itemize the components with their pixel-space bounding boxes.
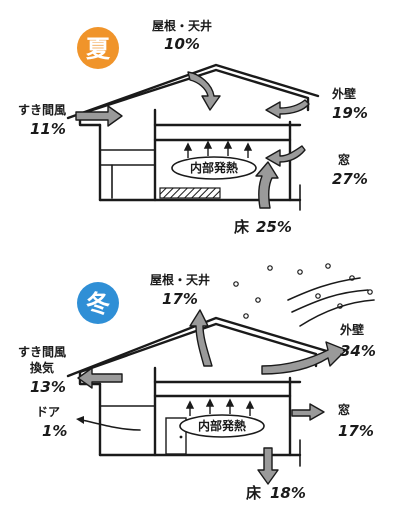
winter-internal-heat-label: 内部発熱 xyxy=(198,418,246,433)
summer-floor-arrow xyxy=(255,161,279,209)
winter-floor-arrow xyxy=(257,447,279,485)
summer-panel: 夏 xyxy=(18,18,368,236)
summer-floor-value: 25% xyxy=(256,218,292,236)
winter-roof-value: 17% xyxy=(162,290,198,308)
summer-wall-arrow xyxy=(265,99,310,119)
winter-house xyxy=(66,316,332,467)
winter-season-label: 冬 xyxy=(86,290,110,318)
winter-panel: 冬 xyxy=(18,263,376,502)
summer-house xyxy=(66,63,320,211)
summer-internal-heat-label: 内部発熱 xyxy=(190,160,238,175)
winter-wind-lines xyxy=(287,277,375,327)
summer-heat-rise-arrows xyxy=(183,140,253,158)
summer-window-arrow xyxy=(265,145,306,167)
winter-door-value: 1% xyxy=(42,422,67,440)
winter-window-arrow xyxy=(291,403,325,421)
summer-internal-heat-bubble xyxy=(171,156,257,180)
summer-wall-label: 外壁 xyxy=(332,86,356,101)
winter-roof-label: 屋根・天井 xyxy=(150,272,210,287)
summer-window-label: 窓 xyxy=(338,152,350,167)
summer-window-value: 27% xyxy=(332,170,368,188)
winter-snowflakes xyxy=(233,263,373,319)
summer-season-badge xyxy=(77,27,119,69)
door-knob-icon xyxy=(179,435,183,439)
winter-floor-value: 18% xyxy=(270,484,306,502)
winter-door-arrow xyxy=(81,419,141,431)
summer-draft-label: すき間風 xyxy=(18,103,66,117)
winter-ventilation-label: 換気 xyxy=(30,360,54,375)
winter-season-badge xyxy=(77,282,119,324)
summer-roof-value: 10% xyxy=(164,35,200,53)
winter-floor-label: 床 xyxy=(246,484,262,502)
summer-draft-value: 11% xyxy=(30,120,66,138)
winter-window-value: 17% xyxy=(338,422,374,440)
winter-wall-arrow xyxy=(261,341,347,375)
winter-wall-value: 34% xyxy=(340,342,376,360)
winter-wall-label: 外壁 xyxy=(340,322,364,337)
summer-floor-slab xyxy=(159,187,221,199)
winter-draft-value: 13% xyxy=(30,378,66,396)
winter-internal-heat-bubble xyxy=(179,414,265,438)
winter-roof-arrow xyxy=(189,309,213,367)
winter-door-arrowhead xyxy=(76,416,84,424)
winter-window-label: 窓 xyxy=(338,402,350,417)
summer-wall-value: 19% xyxy=(332,104,368,122)
summer-season-label: 夏 xyxy=(86,35,111,63)
summer-roof-arrow xyxy=(187,71,221,111)
summer-roof-label: 屋根・天井 xyxy=(152,18,212,33)
winter-draft-label: すき間風 xyxy=(18,345,66,359)
summer-draft-arrow xyxy=(75,105,123,127)
summer-floor-label: 床 xyxy=(234,218,250,236)
winter-door-label: ドア xyxy=(36,405,60,419)
winter-draft-arrow xyxy=(77,367,123,389)
winter-heat-rise-arrows xyxy=(185,398,255,416)
